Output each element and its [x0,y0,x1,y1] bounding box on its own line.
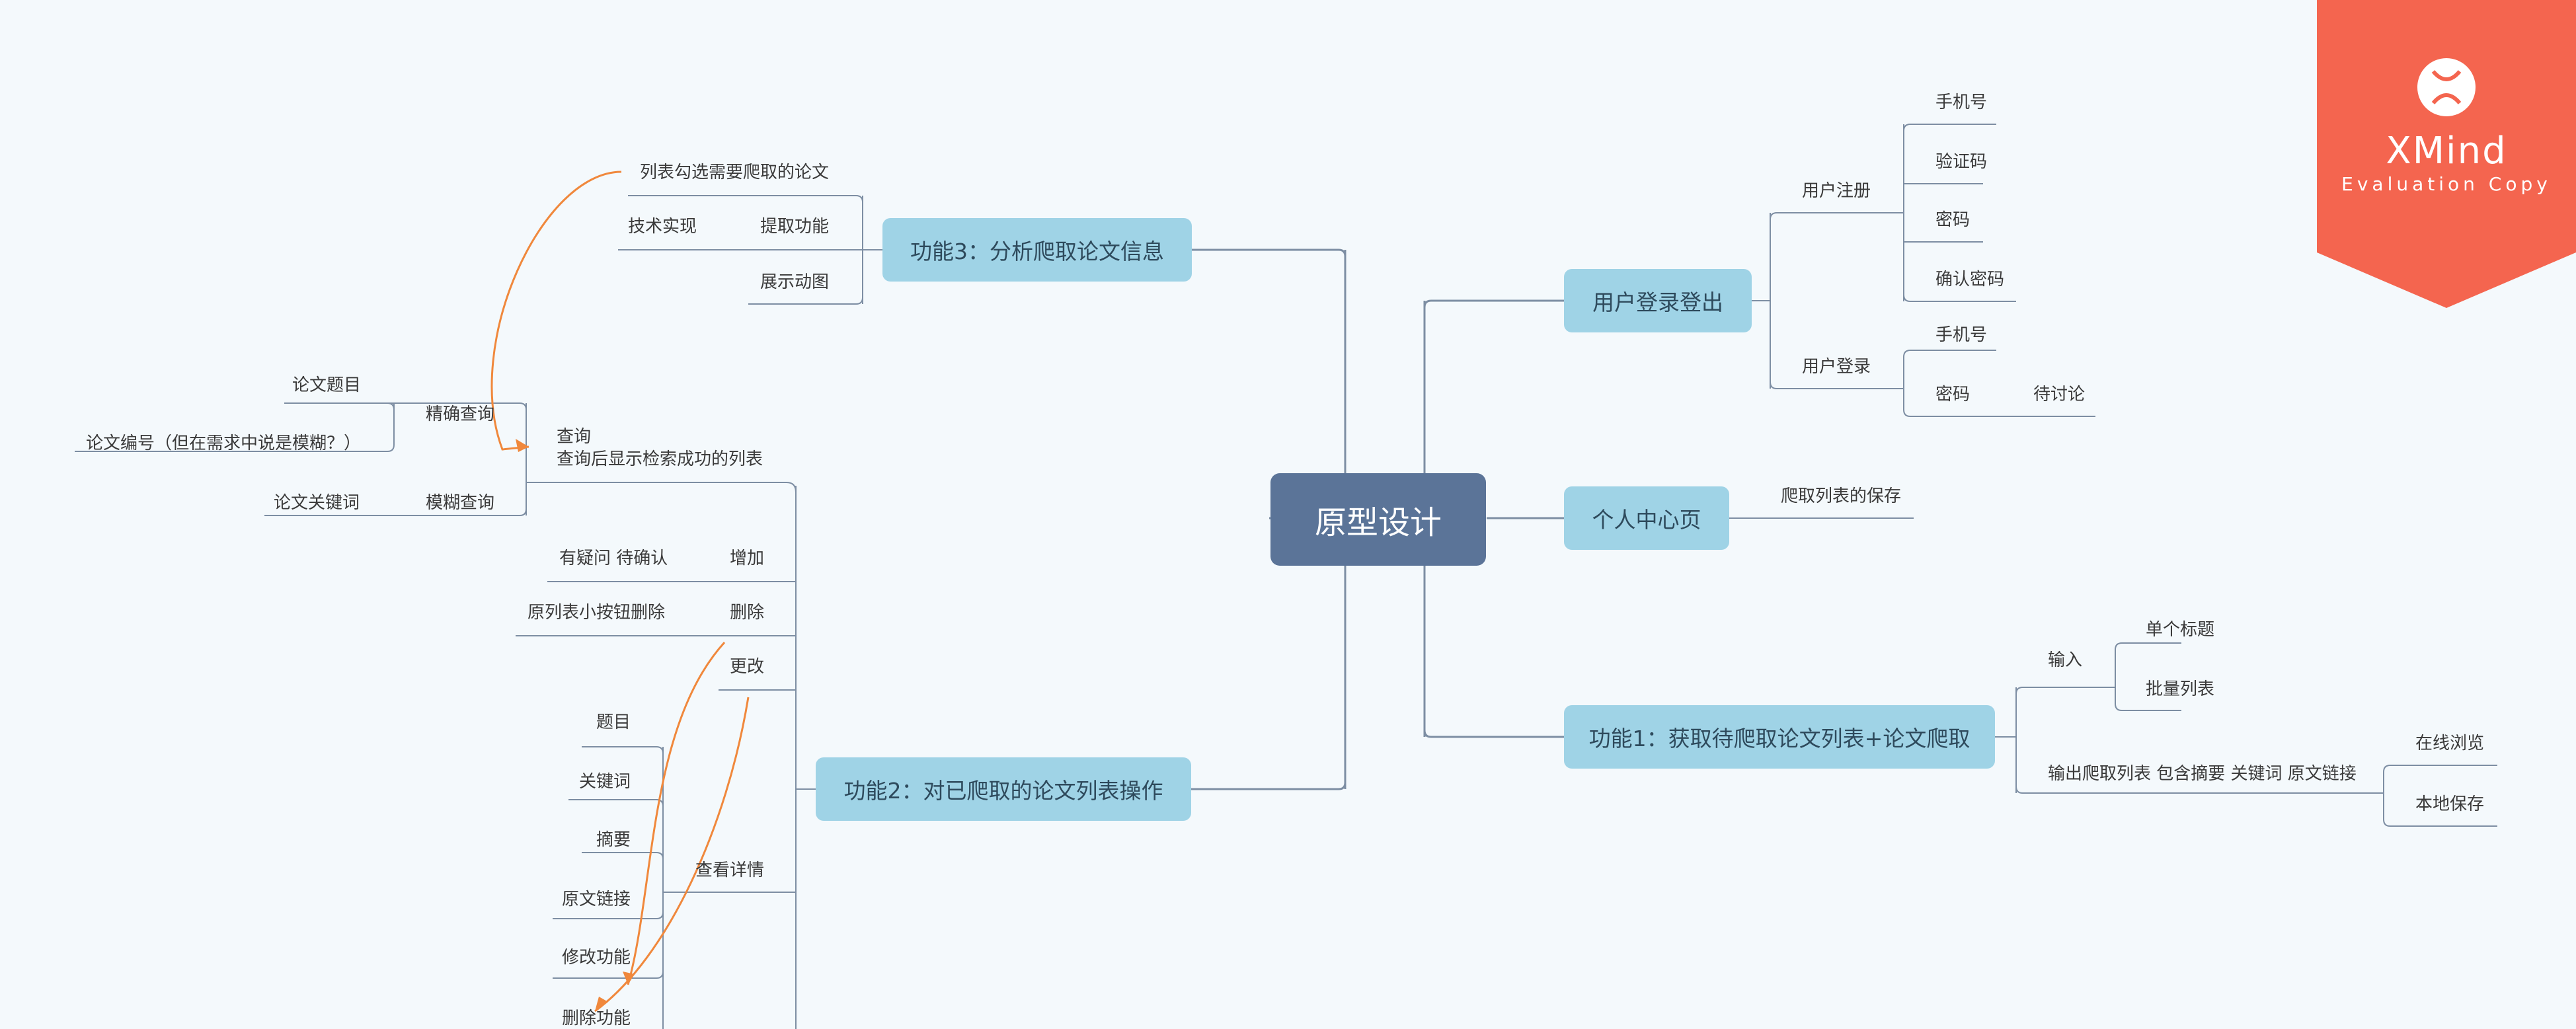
subtopic-view-detail[interactable]: 查看详情 [695,860,765,880]
subtopic-select-papers[interactable]: 列表勾选需要爬取的论文 [640,163,830,182]
output-local[interactable]: 本地保存 [2415,794,2485,814]
subtopic-paper-title[interactable]: 论文题目 [292,375,362,395]
detail-title[interactable]: 题目 [596,712,631,732]
subtopic-animation[interactable]: 展示动图 [760,272,830,292]
topic-function-3[interactable]: 功能3：分析爬取论文信息 [882,218,1192,282]
topic-user-login[interactable]: 用户登录登出 [1564,269,1752,332]
subtopic-signin[interactable]: 用户登录 [1802,357,1871,377]
subtopic-query[interactable]: 查询 [557,427,592,447]
evaluation-badge: XMind Evaluation Copy [2317,0,2576,308]
evaluation-copy-text: Evaluation Copy [2341,173,2552,195]
subtopic-paper-id[interactable]: 论文编号（但在需求中说是模糊？） [86,434,362,453]
topic-personal-center[interactable]: 个人中心页 [1564,486,1729,550]
topic-function-1[interactable]: 功能1：获取待爬取论文列表+论文爬取 [1564,705,1995,769]
input-batch[interactable]: 批量列表 [2146,679,2215,699]
signin-phone[interactable]: 手机号 [1935,325,1988,345]
detail-modify[interactable]: 修改功能 [562,948,631,968]
topic-function-2[interactable]: 功能2：对已爬取的论文列表操作 [816,757,1191,821]
subtopic-input[interactable]: 输入 [2048,650,2083,670]
signin-note[interactable]: 待讨论 [2033,385,2086,404]
detail-keyword[interactable]: 关键词 [579,772,631,792]
detail-abstract[interactable]: 摘要 [596,830,631,850]
subtopic-output[interactable]: 输出爬取列表 包含摘要 关键词 原文链接 [2048,764,2357,784]
subtopic-register[interactable]: 用户注册 [1802,181,1871,201]
badge-ribbon [2317,0,2576,308]
xmind-logo-text: XMind [2386,130,2507,172]
subtopic-fuzzy-query[interactable]: 模糊查询 [426,493,495,513]
subtopic-paper-keyword[interactable]: 论文关键词 [274,493,360,513]
subtopic-query-desc[interactable]: 查询后显示检索成功的列表 [557,449,763,469]
subtopic-add[interactable]: 增加 [730,549,765,568]
subtopic-delete-note[interactable]: 原列表小按钮删除 [527,603,666,623]
subtopic-delete[interactable]: 删除 [730,603,765,623]
subtopic-extract[interactable]: 提取功能 [760,217,830,237]
signin-password[interactable]: 密码 [1935,385,1971,404]
detail-link[interactable]: 原文链接 [562,890,631,909]
output-online[interactable]: 在线浏览 [2415,734,2485,753]
input-single[interactable]: 单个标题 [2146,620,2215,640]
register-code[interactable]: 验证码 [1935,152,1988,172]
subtopic-add-note[interactable]: 有疑问 待确认 [559,549,668,568]
detail-delete[interactable]: 删除功能 [562,1009,631,1028]
subtopic-save-list[interactable]: 爬取列表的保存 [1781,486,1902,506]
subtopic-modify[interactable]: 更改 [730,657,765,677]
subtopic-exact-query[interactable]: 精确查询 [426,404,495,424]
register-phone[interactable]: 手机号 [1935,93,1988,112]
subtopic-tech-impl[interactable]: 技术实现 [628,217,697,237]
central-topic[interactable]: 原型设计 [1270,473,1486,566]
register-password[interactable]: 密码 [1935,210,1971,230]
register-confirm[interactable]: 确认密码 [1935,270,2005,289]
